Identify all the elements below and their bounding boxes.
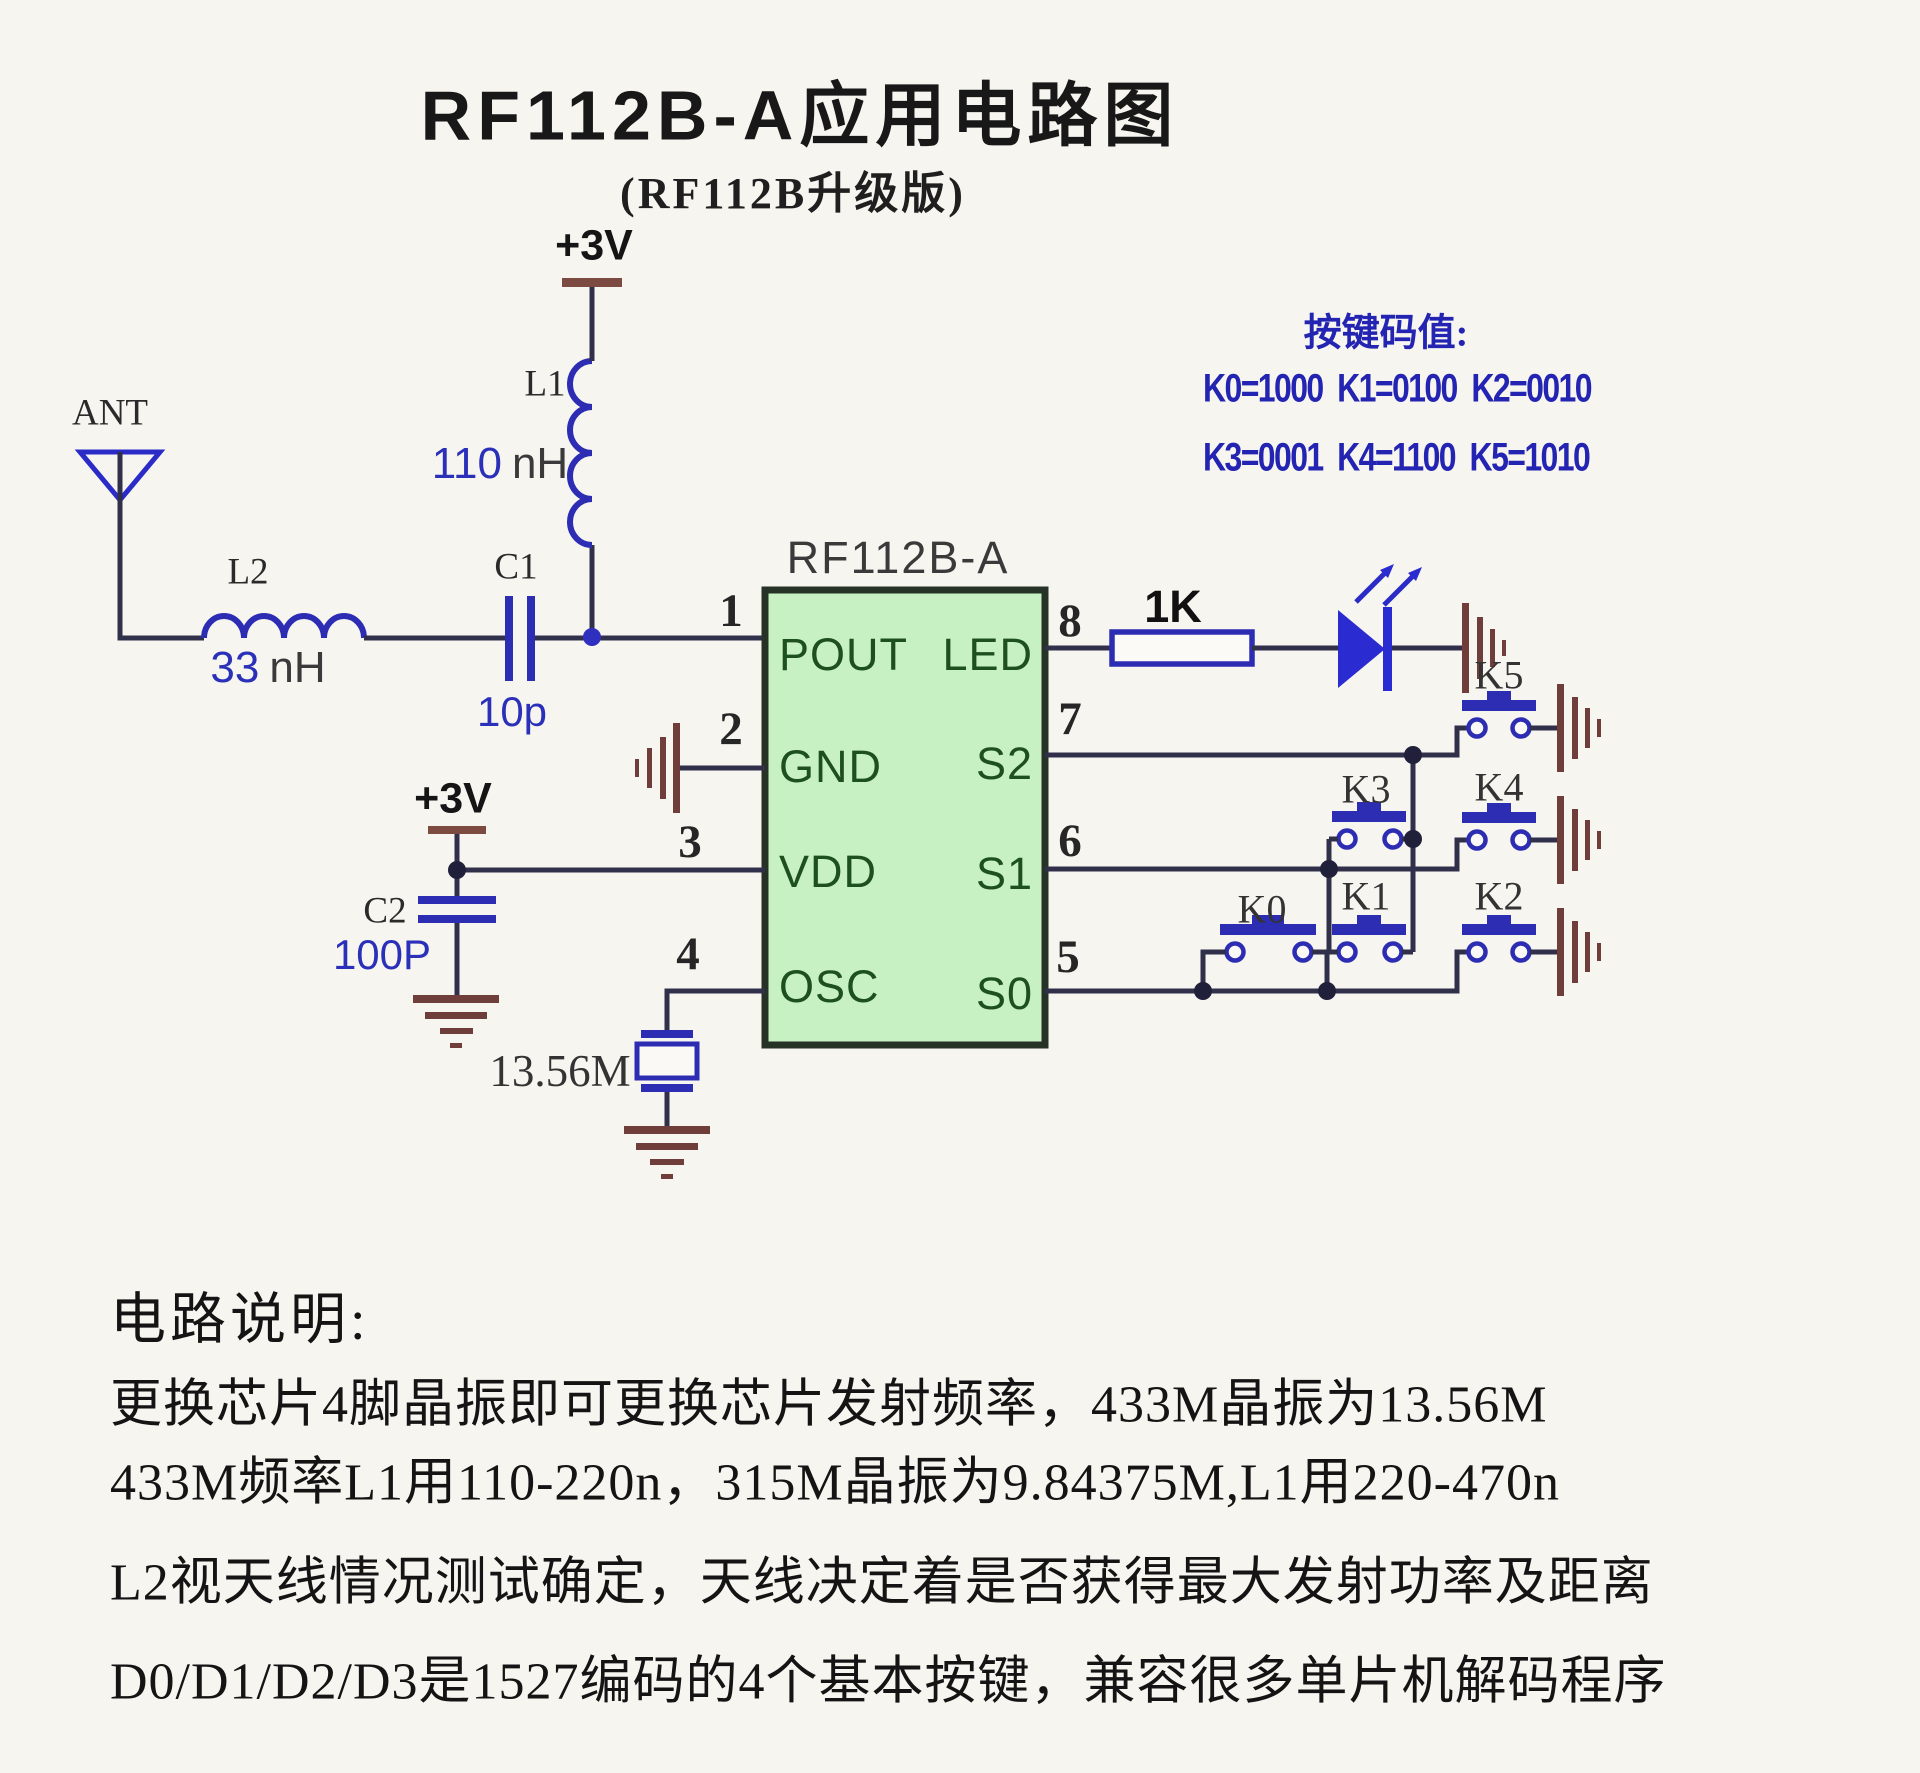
crystal-value-label: 13.56M (489, 1046, 631, 1096)
wire-s1-row (1045, 837, 1468, 872)
c2-value-label: 100P (332, 931, 432, 978)
switch-k0-icon (1200, 915, 1329, 991)
supply-3v-top-label: +3V (555, 221, 633, 270)
supply-rail-top-icon (562, 278, 622, 287)
antenna-label: ANT (71, 392, 149, 434)
wire-pin4-osc (664, 988, 765, 1032)
pin-label-s1: S1 (975, 848, 1033, 899)
antenna-icon (74, 449, 204, 641)
pin-label-pout: POUT (779, 629, 909, 680)
wire-s0-row (1045, 949, 1468, 994)
pin-number-3: 3 (678, 816, 702, 868)
resistor-value-label: 1K (1144, 581, 1202, 632)
gnd-pin2-ground-icon (635, 723, 680, 813)
pin-label-s0: S0 (975, 968, 1033, 1019)
button-label-k1: K1 (1341, 873, 1391, 919)
c2-ground-icon (413, 995, 499, 1048)
switch-k5-icon (1462, 691, 1557, 739)
crystal-icon (634, 1030, 700, 1126)
button-label-k5: K5 (1474, 652, 1524, 698)
pin-number-6: 6 (1058, 815, 1082, 867)
switch-k1-icon (1324, 915, 1413, 991)
l1-value-number: 110 (431, 439, 502, 488)
switch-k4-icon (1462, 803, 1557, 851)
chip-name-label: RF112B-A (786, 532, 1010, 583)
l2-value-unit: nH (269, 643, 326, 692)
switch-k3-icon (1329, 802, 1413, 850)
page-subtitle: (RF112B升级版) (620, 169, 966, 218)
l1-ref-label: L1 (524, 363, 566, 405)
resistor-icon (1109, 629, 1255, 667)
pin-number-8: 8 (1058, 595, 1082, 647)
led-arrows-icon (1354, 564, 1422, 607)
pin-label-led: LED (942, 629, 1033, 680)
pin-number-2: 2 (719, 703, 743, 755)
l2-inductor-icon (201, 613, 367, 639)
wire-s2-row (1045, 725, 1468, 758)
note-line-1: 更换芯片4脚晶振即可更换芯片发射频率，433M晶振为13.56M (110, 1376, 1548, 1434)
pin-label-gnd: GND (779, 741, 882, 792)
note-line-2: 433M频率L1用110-220n，315M晶振为9.84375M,L1用220… (110, 1454, 1560, 1512)
pin-label-s2: S2 (975, 738, 1033, 789)
ground-k4-icon (1557, 796, 1601, 884)
pin-number-1: 1 (719, 585, 743, 637)
led-icon (1338, 607, 1392, 691)
l2-ref-label: L2 (227, 551, 269, 593)
note-line-4: D0/D1/D2/D3是1527编码的4个基本按键，兼容很多单片机解码程序 (110, 1653, 1667, 1711)
notes-heading: 电路说明: (110, 1289, 370, 1352)
button-label-k4: K4 (1474, 764, 1524, 810)
switch-k2-icon (1462, 915, 1557, 963)
l2-value-number: 33 (210, 643, 260, 692)
pin-number-4: 4 (676, 928, 700, 980)
c2-ref-label: C2 (363, 890, 407, 932)
button-label-k3: K3 (1341, 766, 1391, 812)
l2-value-label: 33 nH (210, 643, 325, 693)
ground-k2-icon (1557, 908, 1601, 996)
c1-ref-label: C1 (494, 546, 538, 588)
c1-capacitor-icon (505, 596, 535, 681)
button-label-k0: K0 (1237, 886, 1287, 932)
pin-label-vdd: VDD (779, 846, 878, 897)
keycode-row-2: K3=0001 K4=1100 K5=1010 (1203, 435, 1591, 480)
pin-label-osc: OSC (779, 961, 880, 1012)
crystal-ground-icon (624, 1126, 710, 1179)
supply-rail-left-icon (428, 826, 486, 834)
chip-body (761, 586, 1049, 1049)
supply-3v-left-label: +3V (414, 774, 492, 823)
junction-dots (448, 628, 1422, 1000)
l1-value-unit: nH (511, 439, 569, 488)
keycode-heading: 按键码值: (1303, 312, 1469, 355)
ground-k5-icon (1557, 684, 1601, 772)
pin-number-5: 5 (1056, 931, 1080, 983)
page-title: RF112B-A应用电路图 (420, 76, 1180, 155)
button-label-k2: K2 (1474, 873, 1524, 919)
led-ground-icon (1462, 603, 1506, 693)
c1-value-label: 10p (476, 688, 548, 735)
l1-inductor-icon (567, 358, 593, 548)
pin-number-7: 7 (1058, 693, 1082, 745)
keycode-row-1: K0=1000 K1=0100 K2=0010 (1203, 366, 1593, 411)
l1-value-label: 110 nH (432, 439, 568, 489)
note-line-3: L2视天线情况测试确定，天线决定着是否获得最大发射功率及距离 (110, 1554, 1654, 1612)
